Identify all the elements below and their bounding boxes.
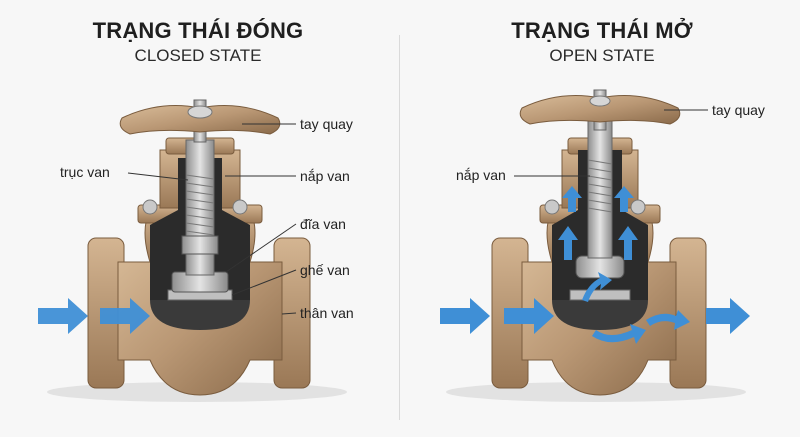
open-valve-illustration	[440, 89, 750, 402]
closed-label-bonnet: nắp van	[300, 168, 350, 184]
panel-divider	[399, 35, 400, 420]
closed-label-disc: đĩa van	[300, 216, 346, 232]
open-label-bonnet: nắp van	[456, 167, 506, 183]
closed-valve-illustration	[38, 99, 347, 402]
cutaway-interior	[150, 139, 250, 330]
closed-label-body: thân van	[300, 305, 354, 321]
flow-arrow-icon	[440, 186, 750, 344]
cutaway-interior	[552, 99, 648, 330]
handwheel-icon	[119, 99, 281, 143]
closed-title: TRẠNG THÁI ĐÓNG	[92, 18, 304, 43]
closed-label-seat: ghế van	[300, 262, 350, 278]
closed-label-stem: trục van	[60, 164, 110, 180]
handwheel-icon	[519, 89, 681, 131]
closed-subtitle: CLOSED STATE	[134, 46, 262, 65]
open-title: TRẠNG THÁI MỞ	[511, 18, 693, 43]
flow-arrow-icon	[38, 298, 150, 334]
open-label-handwheel: tay quay	[712, 102, 765, 118]
open-subtitle: OPEN STATE	[549, 46, 655, 65]
closed-label-handwheel: tay quay	[300, 116, 353, 132]
